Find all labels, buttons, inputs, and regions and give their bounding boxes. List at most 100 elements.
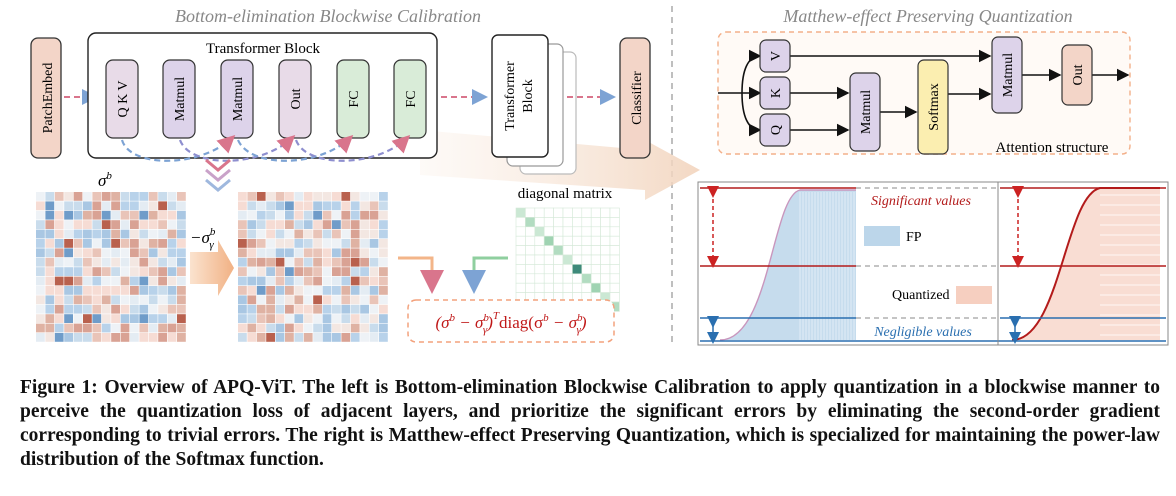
heatmap-cell xyxy=(130,210,139,220)
heatmap-cell xyxy=(101,333,111,342)
diag-cell xyxy=(572,226,583,237)
heatmap-cell xyxy=(294,201,304,211)
heatmap-cell xyxy=(148,257,158,267)
diag-cell xyxy=(609,282,620,293)
heatmap-cell xyxy=(369,267,379,276)
heatmap-cell xyxy=(285,229,294,239)
heatmap-cell xyxy=(139,267,149,276)
heatmap-cell xyxy=(379,257,388,267)
heatmap-cell xyxy=(36,229,45,239)
diag-cell xyxy=(534,254,545,265)
heatmap-cell xyxy=(360,239,369,248)
attn-matmul1-box xyxy=(849,72,881,152)
heatmap-cell xyxy=(130,248,139,258)
diag-cell xyxy=(609,273,620,284)
heatmap-cell xyxy=(54,220,64,229)
heatmap-cell xyxy=(247,248,257,258)
heatmap-cell xyxy=(332,304,341,314)
heatmap-cell xyxy=(101,220,111,229)
diag-cell xyxy=(543,273,554,284)
heatmap-cell xyxy=(332,286,341,295)
heatmap-cell xyxy=(266,201,275,211)
attn-softmax-label: Softmax xyxy=(927,83,942,130)
heatmap-cell xyxy=(83,229,92,239)
heatmap-cell xyxy=(158,201,167,211)
heatmap-cell xyxy=(379,276,388,286)
heatmap-cell xyxy=(111,239,120,248)
heatmap-cell xyxy=(341,192,351,201)
heatmap-cell xyxy=(322,257,332,267)
heatmap-cell xyxy=(167,314,177,323)
heatmap-cell xyxy=(64,229,73,239)
heatmap-cell xyxy=(247,220,257,229)
heatmap-cell xyxy=(266,192,275,201)
heatmap-cell xyxy=(111,267,120,276)
heatmap-cell xyxy=(238,201,247,211)
heatmap-cell xyxy=(101,295,111,305)
heatmap-cell xyxy=(303,239,313,248)
heatmap-cell xyxy=(83,210,92,220)
heatmap-cell xyxy=(247,286,257,295)
heatmap-cell xyxy=(73,229,83,239)
attn-matmul2-box xyxy=(991,36,1023,114)
op-matmul2-label: Matmul xyxy=(231,77,246,121)
diag-cell xyxy=(543,264,554,275)
fp-fill xyxy=(720,190,856,340)
heatmap-cell xyxy=(92,295,102,305)
heatmap-cell xyxy=(120,192,130,201)
heatmap-cell xyxy=(256,210,266,220)
heatmap-cell xyxy=(285,295,294,305)
heatmap-cell xyxy=(120,257,130,267)
heatmap-cell xyxy=(92,304,102,314)
reference-lines xyxy=(700,182,1166,345)
heatmap-cell xyxy=(45,295,55,305)
heatmap-cell xyxy=(167,248,177,258)
heatmap-cell xyxy=(275,286,285,295)
heatmap-cell xyxy=(313,239,322,248)
diag-cell xyxy=(543,226,554,237)
heatmap-cell xyxy=(120,201,130,211)
classifier-box xyxy=(619,37,651,159)
op-matmul1-label: Matmul xyxy=(173,77,188,121)
heatmap-cell xyxy=(139,229,149,239)
heatmap-cell xyxy=(92,248,102,258)
heatmap-cell xyxy=(266,210,275,220)
diag-cell xyxy=(581,254,592,265)
heatmap-cell xyxy=(54,210,64,220)
heatmap-cell xyxy=(148,220,158,229)
heatmap-cell xyxy=(148,267,158,276)
heatmap-cell xyxy=(247,267,257,276)
diagonal-matrix xyxy=(515,207,620,312)
heatmap-cell xyxy=(294,220,304,229)
heatmap-cell xyxy=(238,314,247,323)
heatmap-cell xyxy=(303,333,313,342)
heatmap-cell xyxy=(158,239,167,248)
heatmap-cell xyxy=(379,295,388,305)
heatmap-cell xyxy=(322,323,332,333)
heatmap-cell xyxy=(322,229,332,239)
heatmap-cell xyxy=(369,314,379,323)
heatmap-cell xyxy=(275,333,285,342)
heatmap-cell xyxy=(332,276,341,286)
diag-cell xyxy=(581,282,592,293)
heatmap-cell xyxy=(139,286,149,295)
diag-cell xyxy=(590,235,601,246)
heatmap-cell xyxy=(111,333,120,342)
diag-cell xyxy=(609,207,620,218)
attn-k-label: K xyxy=(769,88,784,98)
elbow-arrow-green xyxy=(462,256,508,294)
heatmap-cell xyxy=(64,220,73,229)
heatmap-cell xyxy=(332,229,341,239)
heatmap-cell xyxy=(101,304,111,314)
attn-out-label: Out xyxy=(1071,64,1086,85)
heatmap-cell xyxy=(73,210,83,220)
diag-cell xyxy=(562,273,573,284)
heatmap-cell xyxy=(294,210,304,220)
heatmap-cell xyxy=(313,276,322,286)
heatmap-cell xyxy=(275,314,285,323)
op-fc2-label: FC xyxy=(404,90,419,107)
attention-structure-label: Attention structure xyxy=(996,140,1109,156)
diag-cell xyxy=(590,264,601,275)
heatmap-cell xyxy=(313,323,322,333)
heatmap-cell xyxy=(360,229,369,239)
